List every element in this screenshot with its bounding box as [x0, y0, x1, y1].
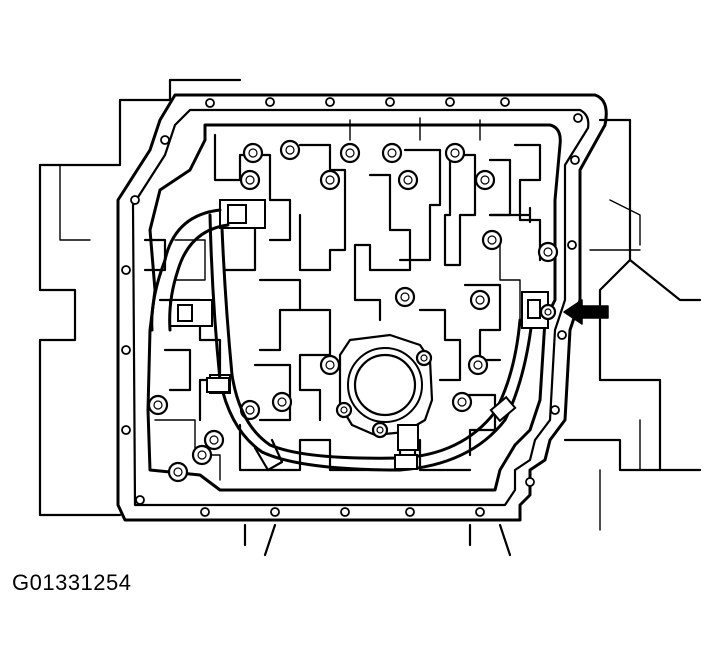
figure-id: G01331254: [12, 570, 132, 595]
right-connector: [488, 206, 557, 329]
center-port: [335, 333, 434, 439]
valve-body-channels: [154, 117, 542, 481]
flange-bolt-holes: [121, 97, 583, 517]
left-solenoid-connectors: [143, 199, 266, 394]
wiring-harness: [150, 208, 534, 472]
valve-body-bolts: [147, 139, 559, 483]
arrow-left-icon: [563, 299, 609, 325]
transmission-case-outline: [38, 78, 702, 557]
